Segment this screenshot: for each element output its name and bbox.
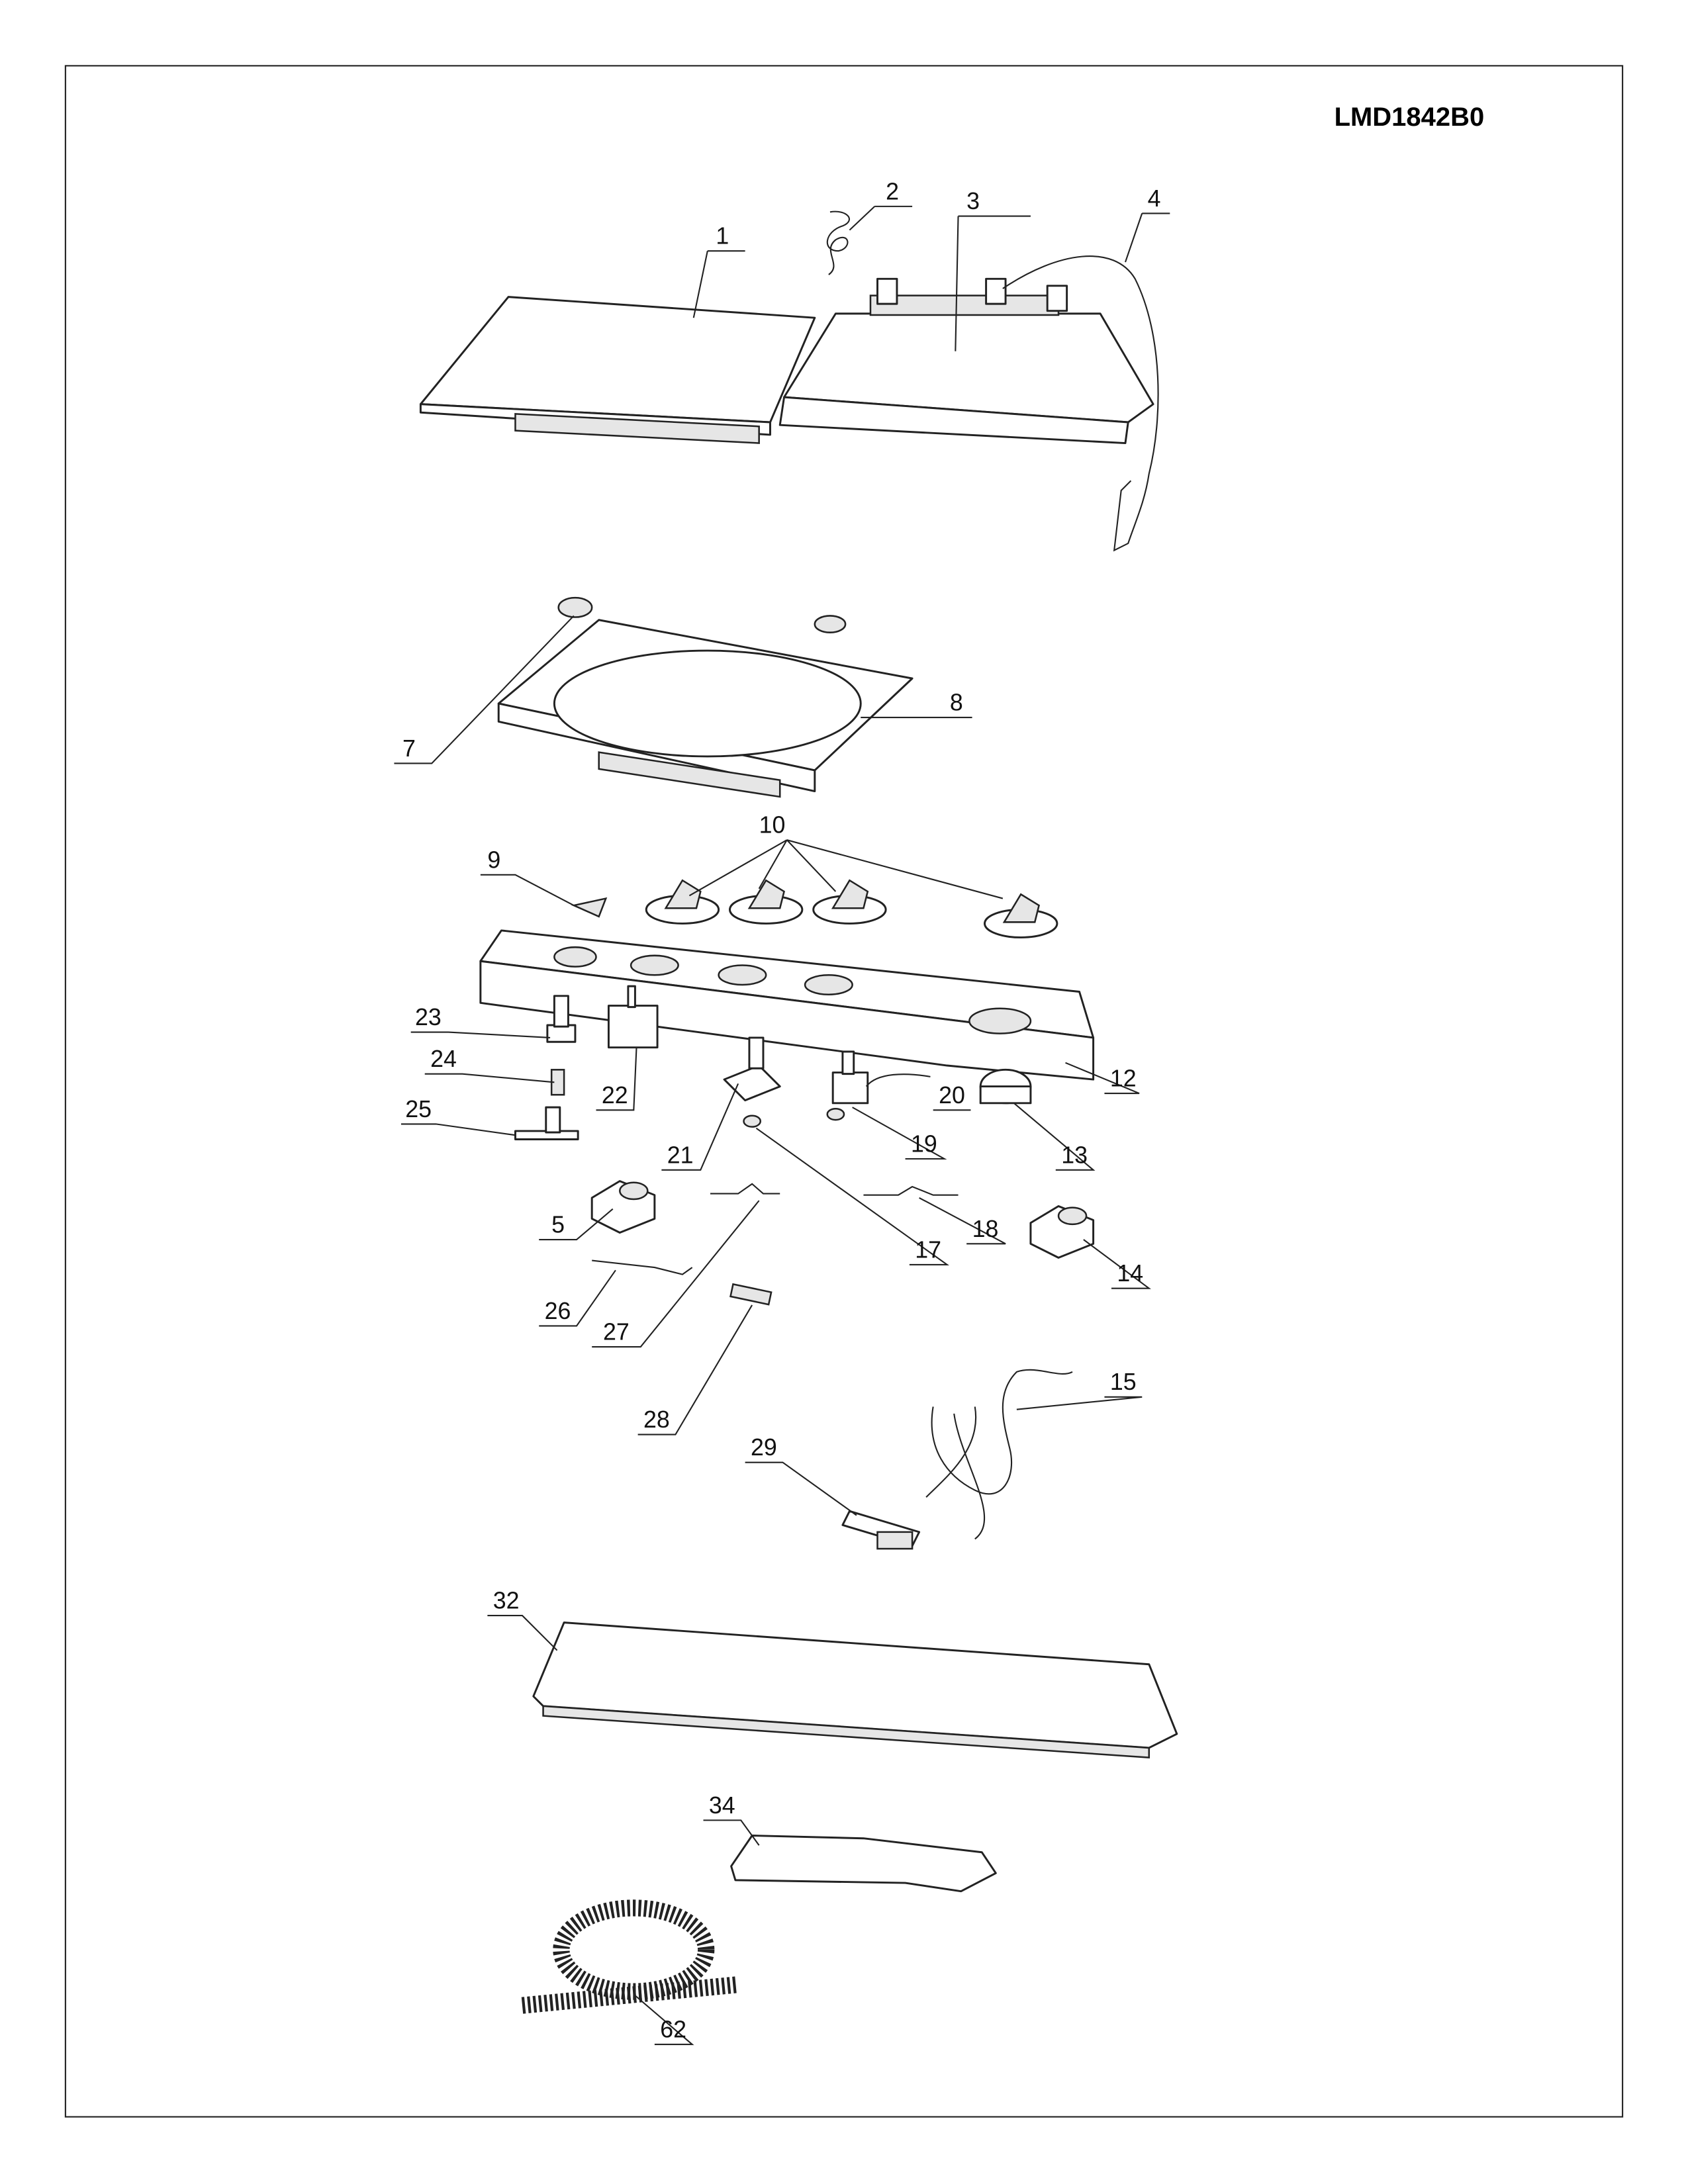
part-23-bracket xyxy=(546,995,577,1043)
callout-5: 5 xyxy=(551,1211,565,1238)
callout-1: 1 xyxy=(716,223,729,250)
part-18-lever xyxy=(863,1185,959,1196)
part-29-thermostat xyxy=(841,1510,921,1550)
part-25-plunger xyxy=(514,1106,579,1141)
callout-23: 23 xyxy=(415,1004,442,1030)
part-9-latch xyxy=(571,897,608,918)
part-8-top-frame xyxy=(497,619,914,798)
part-32-rear-panel xyxy=(532,1621,1178,1759)
callout-22: 22 xyxy=(602,1082,628,1109)
callout-28: 28 xyxy=(643,1406,670,1433)
callout-25: 25 xyxy=(405,1096,432,1122)
callout-10: 10 xyxy=(759,812,786,839)
part-20-wire xyxy=(865,1073,931,1087)
callout-29: 29 xyxy=(751,1434,777,1461)
callout-8: 8 xyxy=(950,690,963,716)
part-1-lid-left xyxy=(419,296,816,444)
part-22-switch xyxy=(607,985,659,1049)
callout-13: 13 xyxy=(1061,1142,1088,1168)
callout-20: 20 xyxy=(939,1082,965,1109)
part-21-selector xyxy=(723,1036,781,1102)
callout-24: 24 xyxy=(430,1046,457,1072)
part-13-motor xyxy=(979,1068,1032,1105)
callout-2: 2 xyxy=(886,178,899,205)
callout-12: 12 xyxy=(1110,1066,1137,1092)
model-number: LMD1842B0 xyxy=(1335,103,1485,132)
part-4-cable-hook xyxy=(1002,255,1159,552)
part-34-bracket xyxy=(730,1835,997,1893)
callout-34: 34 xyxy=(709,1792,735,1819)
part-12-control-panel xyxy=(479,929,1095,1081)
callout-7: 7 xyxy=(402,735,416,762)
part-26-rod xyxy=(592,1259,693,1275)
part-17-washer xyxy=(743,1115,762,1128)
callout-17: 17 xyxy=(915,1236,941,1263)
part-3-lid-right xyxy=(778,277,1154,445)
callout-14: 14 xyxy=(1117,1260,1143,1287)
callout-15: 15 xyxy=(1110,1369,1137,1395)
callout-27: 27 xyxy=(603,1319,630,1345)
part-10-knobs xyxy=(645,879,1058,938)
leader-lines xyxy=(394,205,1170,2046)
part-5-timer xyxy=(590,1180,656,1234)
callout-32: 32 xyxy=(493,1588,520,1614)
callout-4: 4 xyxy=(1148,185,1161,212)
part-19-switch xyxy=(831,1050,869,1105)
part-19-washer xyxy=(826,1107,845,1121)
page-border xyxy=(64,65,1624,2118)
callout-19: 19 xyxy=(911,1130,937,1157)
part-7-pad-2 xyxy=(814,615,847,633)
part-2-spring xyxy=(826,210,850,275)
callout-62: 62 xyxy=(660,2017,686,2043)
callout-labels: 1 2 3 4 7 8 9 10 12 13 14 15 17 18 19 20… xyxy=(402,178,1161,2042)
callout-26: 26 xyxy=(545,1298,571,1324)
part-15-wire-harness xyxy=(925,1369,1073,1540)
part-27-lever xyxy=(710,1183,780,1195)
callout-18: 18 xyxy=(972,1216,999,1242)
part-28-spring xyxy=(729,1283,773,1306)
callout-3: 3 xyxy=(966,188,980,214)
callout-21: 21 xyxy=(667,1142,694,1168)
part-62-hose-seal xyxy=(521,1899,739,2014)
callout-9: 9 xyxy=(487,846,500,873)
part-7-pad xyxy=(557,596,593,618)
part-14-timer xyxy=(1029,1205,1095,1259)
